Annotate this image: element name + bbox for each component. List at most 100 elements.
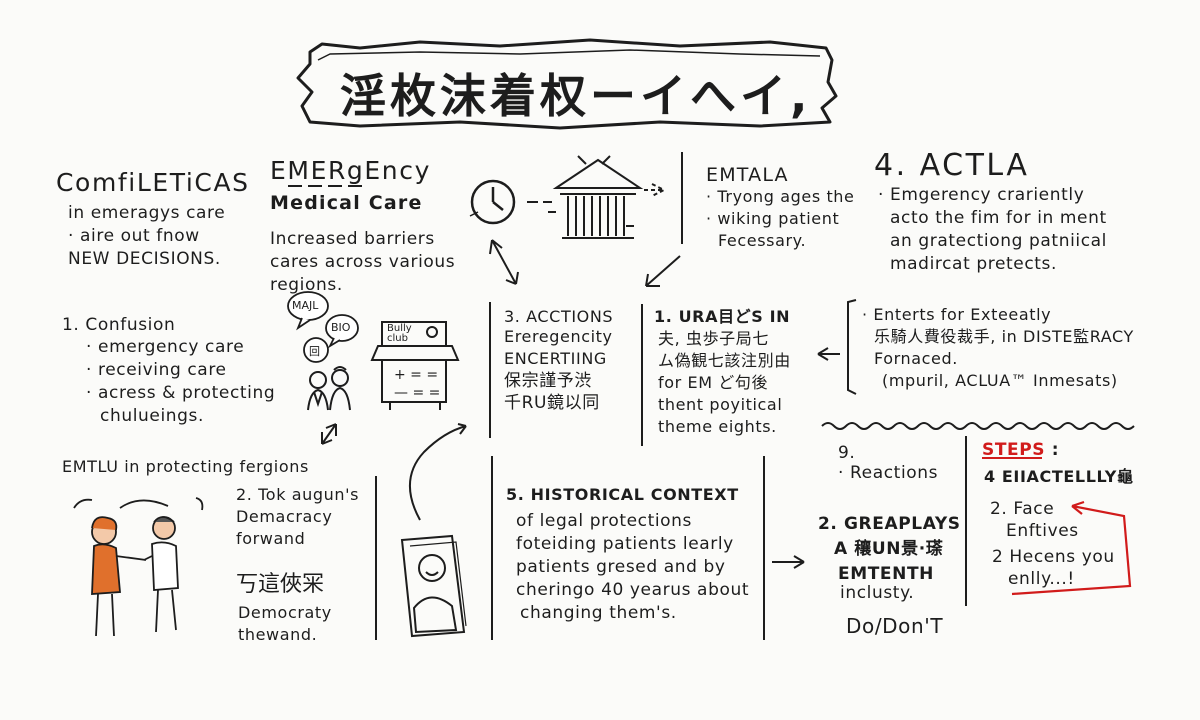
building-sign-line: club	[387, 333, 408, 344]
bubble-label: BIO	[331, 321, 351, 334]
confusion-line: chulueings.	[100, 406, 205, 426]
comfileticas-body: in emeragys care · aire out fnow NEW DEC…	[68, 202, 225, 271]
arrow-historical-to-greaplays	[772, 555, 805, 569]
historical-line: cheringo 40 yearus about	[516, 580, 750, 600]
ura-line: 夫, 虫歩子局七	[658, 329, 769, 348]
court-arrow-right	[644, 183, 667, 197]
reactions-label: · Reactions	[838, 463, 939, 483]
actla-heading: 4. ACTLA	[874, 148, 1030, 183]
actions-line: 千RU鏡以同	[504, 393, 600, 413]
emergency-subheading: Medical Care	[270, 192, 423, 214]
emergency-line: Increased barriers	[270, 229, 435, 249]
greaplays-dodont: Do/Don'T	[846, 614, 944, 638]
enterts-line: Fornaced.	[874, 349, 958, 368]
confusion-body: · emergency care · receiving care · acre…	[86, 336, 275, 428]
building-sign: Bully club	[387, 324, 412, 344]
actions-body: Ereregencity ENCERTIING 保宗謹予渋 千RU鏡以同	[504, 326, 613, 414]
historical-heading: 5. HISTORICAL CONTEXT	[506, 485, 739, 504]
clock-icon	[469, 179, 516, 225]
historical-line: of legal protections	[516, 511, 693, 531]
greaplays-line: EMTENTH	[838, 564, 934, 584]
arrow-emtala-to-ura	[645, 255, 681, 287]
building-symbol-row: + = =	[394, 367, 439, 383]
bubble-label: MAJL	[292, 299, 319, 312]
confusion-heading: 1. Confusion	[62, 315, 176, 335]
emergency-body: Increased barriers cares across various …	[270, 228, 455, 297]
speech-bubble-group	[287, 291, 359, 363]
tok-line-b: thewand.	[238, 625, 318, 644]
tok-line: forwand	[236, 529, 306, 548]
emtlu-text: EMTLU in protecting fergions	[62, 457, 309, 476]
ura-heading: 1. URA目どS IN	[654, 307, 791, 326]
comfileticas-line: in emeragys care	[68, 203, 226, 223]
reactions-number: 9.	[838, 443, 856, 463]
enterts-body: · Enterts for Exteeatly 乐騎人費役裁手, in DIST…	[862, 304, 1134, 392]
building-sign-line: Bully	[387, 323, 412, 334]
arrow-clock-to-actions	[489, 239, 519, 285]
handshake-people	[73, 497, 204, 637]
wavy-separator	[821, 422, 1135, 430]
ura-line: ム偽観七該注別由	[658, 351, 791, 370]
emtala-body: · Tryong ages the · wiking patient Feces…	[706, 186, 855, 252]
historical-line: changing them's.	[520, 603, 677, 623]
emergency-line: cares across various	[270, 252, 456, 272]
steps-red-return-arrow	[1011, 500, 1132, 596]
steps-enlly: enlly...!	[1008, 569, 1075, 589]
emtala-line: · wiking patient	[706, 209, 840, 228]
building-sketch	[370, 321, 460, 410]
ura-line: thent poyitical	[658, 395, 783, 414]
page-title: 淫枚沫着权ーイへイ,	[340, 69, 812, 123]
court-tick-marks	[548, 211, 634, 227]
actla-line: an gratectiong patniical	[890, 231, 1108, 251]
emtala-line: · Tryong ages the	[706, 187, 855, 206]
actla-line: madircat pretects.	[890, 254, 1058, 274]
confusion-line: · acress & protecting	[86, 383, 276, 403]
steps-face: 2. Face	[990, 499, 1055, 519]
historical-line: patients gresed and by	[516, 557, 726, 577]
courthouse-icon	[552, 155, 644, 239]
steps-heading-row: STEPS :	[982, 440, 1059, 460]
two-people-sketch	[307, 366, 351, 411]
actions-line: ENCERTIING	[504, 349, 607, 368]
greaplays-sub: inclusty.	[840, 583, 915, 603]
building-symbols: + = = — = =	[394, 366, 440, 402]
tok-line: 2. Tok augun's	[236, 485, 360, 504]
greaplays-line: 2. GREAPLAYS	[818, 514, 961, 534]
steps-line1: 4 EIIACTELLLY龜	[984, 467, 1134, 486]
actla-body: · Emgerency crariently acto the fim for …	[878, 184, 1107, 276]
comfileticas-heading: ComfiLETiCAS	[56, 168, 250, 197]
steps-colon: :	[1051, 440, 1060, 460]
emtala-heading: EMTALA	[706, 164, 789, 186]
enterts-line: 乐騎人費役裁手, in DISTE監RACY	[874, 327, 1134, 346]
confusion-line: · receiving care	[86, 360, 227, 380]
ura-line: theme eights.	[658, 417, 777, 436]
steps-enif: Enftives	[1006, 521, 1079, 541]
arrow-enterts-to-ura	[817, 347, 840, 361]
arrow-confusion-emtlu	[321, 423, 337, 445]
tok-line-b: Democraty	[238, 603, 332, 622]
ura-body: 夫, 虫歩子局七 ム偽観七該注別由 for EM ど句後 thent poyit…	[658, 328, 791, 438]
portrait-sketch	[400, 534, 467, 638]
enterts-line: · Enterts for Exteeatly	[862, 305, 1052, 324]
building-symbol-row: — = =	[394, 385, 441, 401]
arrow-curve-portrait	[408, 423, 467, 521]
actions-heading: 3. ACCTIONS	[504, 307, 614, 326]
emergency-line: regions.	[270, 275, 343, 295]
actions-line: 保宗謹予渋	[504, 371, 592, 391]
emtala-line: Fecessary.	[718, 231, 807, 250]
emergency-heading: EMERgEncy	[270, 156, 431, 185]
confusion-line: · emergency care	[86, 337, 245, 357]
title-banner-frame	[296, 38, 838, 130]
steps-hecens: 2 Hecens you	[992, 547, 1115, 567]
enterts-bracket	[847, 299, 857, 395]
greaplays-line: A 穰UN景·瑹	[834, 539, 944, 559]
historical-body: of legal protections foteiding patients …	[516, 510, 749, 625]
bubble-label: 回	[309, 345, 320, 358]
ura-line: for EM ど句後	[658, 373, 769, 392]
actla-line: acto the fim for in ment	[890, 208, 1107, 228]
actions-line: Ereregencity	[504, 327, 613, 346]
comfileticas-line: NEW DECISIONS.	[68, 249, 221, 269]
greaplays-body: 2. GREAPLAYS A 穰UN景·瑹 EMTENTH	[818, 512, 961, 587]
comfileticas-line: · aire out fnow	[68, 226, 200, 246]
